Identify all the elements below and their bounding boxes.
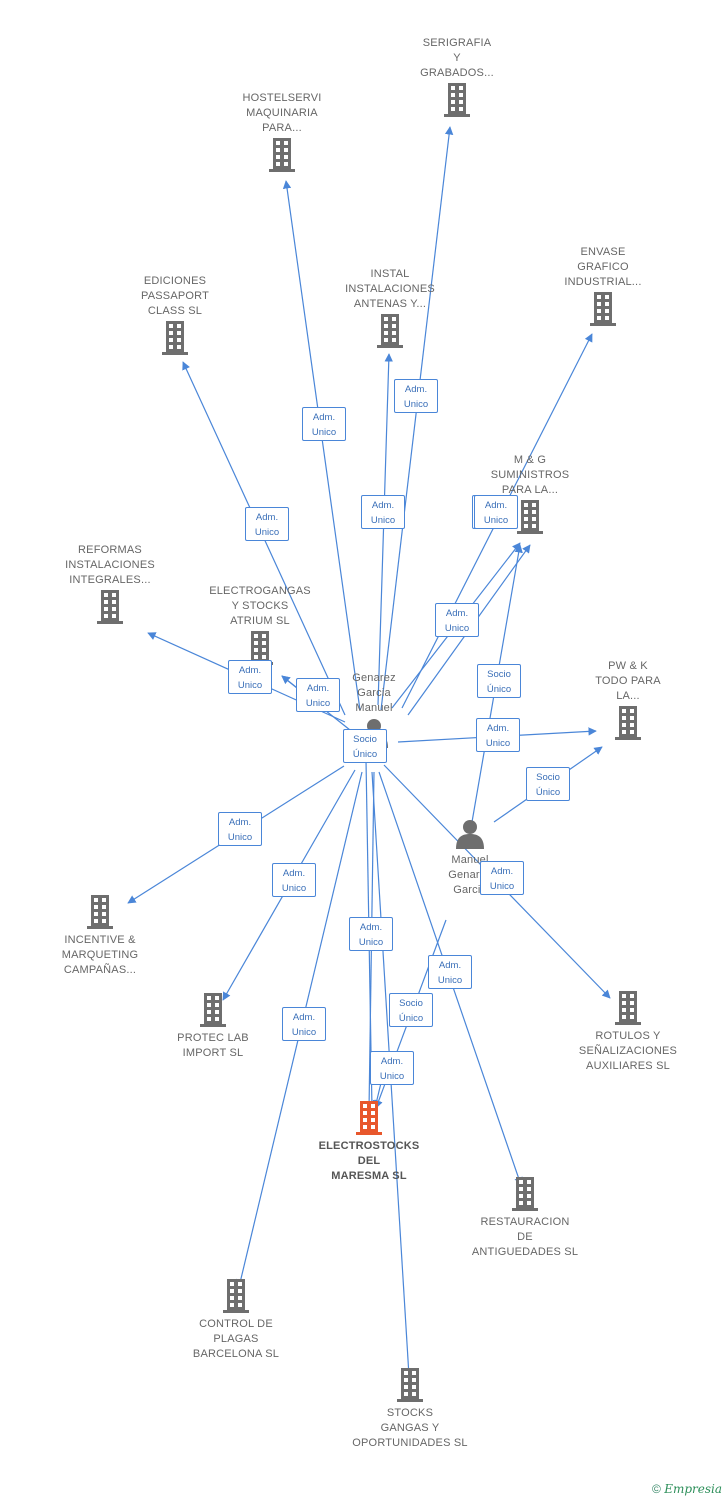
edge-label-genarez-envase: Adm. Unico [435,603,479,637]
edge-label-genarez-restauracion: Adm. Unico [428,955,472,989]
node-instal[interactable]: INSTAL INSTALACIONES ANTENAS Y... [320,267,460,348]
node-label: Genarez Garcia Manuel [352,672,396,714]
node-label: ELECTROGANGAS Y STOCKS ATRIUM SL [209,585,311,627]
node-mg[interactable]: M & G SUMINISTROS PARA LA... [460,453,600,534]
edge-label-manuel-mg: Socio Único [477,664,521,698]
node-label: SERIGRAFIA Y GRABADOS... [420,37,494,79]
edge-label-manuel-pwk: Socio Único [526,767,570,801]
node-electrostocks[interactable]: ELECTROSTOCKS DEL MARESMA SL [299,1101,439,1184]
edge-genarez-instal [377,353,393,706]
building-icon [220,1279,252,1313]
brand-name: Empresia [664,1482,722,1496]
building-icon [441,83,473,117]
node-stocks[interactable]: STOCKS GANGAS Y OPORTUNIDADES SL [340,1368,480,1451]
edge-genarez-hostelservi [282,180,361,711]
copyright-symbol: © [652,1482,661,1496]
node-label: REFORMAS INSTALACIONES INTEGRALES... [65,544,155,586]
building-icon [84,895,116,929]
edge-label-genarez-hostelservi: Adm. Unico [302,407,346,441]
node-incentive[interactable]: INCENTIVE & MARQUETING CAMPAÑAS... [30,895,170,978]
node-label: M & G SUMINISTROS PARA LA... [490,454,570,496]
node-hostelservi[interactable]: HOSTELSERVI MAQUINARIA PARA... [212,91,352,172]
edge-label-genarez-mg: Adm. Unico [474,495,518,529]
node-electrogangas[interactable]: ELECTROGANGAS Y STOCKS ATRIUM SL [190,584,330,665]
node-label: PROTEC LAB IMPORT SL [177,1032,249,1059]
edge-label-manuel-electrostocks: Adm. Unico [370,1051,414,1085]
building-icon [612,991,644,1025]
person-icon [454,819,486,849]
edge-label-genarez-rotulos: Adm. Unico [480,861,524,895]
building-icon [94,590,126,624]
node-genarez[interactable]: Genarez Garcia Manuel [304,671,444,748]
building-icon [374,314,406,348]
edge-label-genarez-serigrafia: Adm. Unico [394,379,438,413]
node-proteclab[interactable]: PROTEC LAB IMPORT SL [143,993,283,1061]
edge-label-manuel-electrostocks: Socio Único [389,993,433,1027]
node-envase[interactable]: ENVASE GRAFICO INDUSTRIAL... [533,245,673,326]
edge-label-genarez-control: Adm. Unico [282,1007,326,1041]
node-label: ENVASE GRAFICO INDUSTRIAL... [564,246,642,288]
node-ediciones[interactable]: EDICIONES PASSAPORT CLASS SL [105,274,245,355]
edge-label-genarez-electrogangas: Adm. Unico [296,678,340,712]
node-rotulos[interactable]: ROTULOS Y SEÑALIZACIONES AUXILIARES SL [558,991,698,1074]
node-label: STOCKS GANGAS Y OPORTUNIDADES SL [352,1407,468,1449]
node-label: PW & K TODO PARA LA... [595,660,661,702]
building-icon [353,1101,385,1135]
node-label: CONTROL DE PLAGAS BARCELONA SL [192,1318,280,1360]
node-restauracion[interactable]: RESTAURACION DE ANTIGUEDADES SL [455,1177,595,1260]
node-label: INCENTIVE & MARQUETING CAMPAÑAS... [61,934,139,976]
building-icon [514,500,546,534]
node-label: HOSTELSERVI MAQUINARIA PARA... [242,92,322,134]
building-icon [159,321,191,355]
edge-label-genarez-electrostocks: Adm. Unico [349,917,393,951]
node-reformas[interactable]: REFORMAS INSTALACIONES INTEGRALES... [40,543,180,624]
brand-watermark: © Empresia [652,1482,722,1496]
edge-label-genarez-proteclab: Adm. Unico [272,863,316,897]
node-label: RESTAURACION DE ANTIGUEDADES SL [471,1216,579,1258]
edge-label-genarez-ediciones: Adm. Unico [245,507,289,541]
node-serigrafia[interactable]: SERIGRAFIA Y GRABADOS... [387,36,527,117]
building-icon [197,993,229,1027]
edge-label-genarez-pwk: Adm. Unico [476,718,520,752]
building-icon [587,292,619,326]
node-pwk[interactable]: PW & K TODO PARA LA... [558,659,698,740]
edge-label-genarez-instal: Adm. Unico [361,495,405,529]
building-icon [394,1368,426,1402]
node-control[interactable]: CONTROL DE PLAGAS BARCELONA SL [166,1279,306,1362]
edge-label-genarez-incentive: Adm. Unico [218,812,262,846]
node-label: INSTAL INSTALACIONES ANTENAS Y... [345,268,435,310]
node-label: ELECTROSTOCKS DEL MARESMA SL [318,1140,420,1182]
node-label: EDICIONES PASSAPORT CLASS SL [140,275,210,317]
edge-label-genarez-reformas: Adm. Unico [228,660,272,694]
building-icon [266,138,298,172]
building-icon [509,1177,541,1211]
edge-genarez-serigrafia [380,126,454,711]
node-label: ROTULOS Y SEÑALIZACIONES AUXILIARES SL [578,1030,678,1072]
edge-label-genarez-electrostocks: Socio Único [343,729,387,763]
building-icon [612,706,644,740]
